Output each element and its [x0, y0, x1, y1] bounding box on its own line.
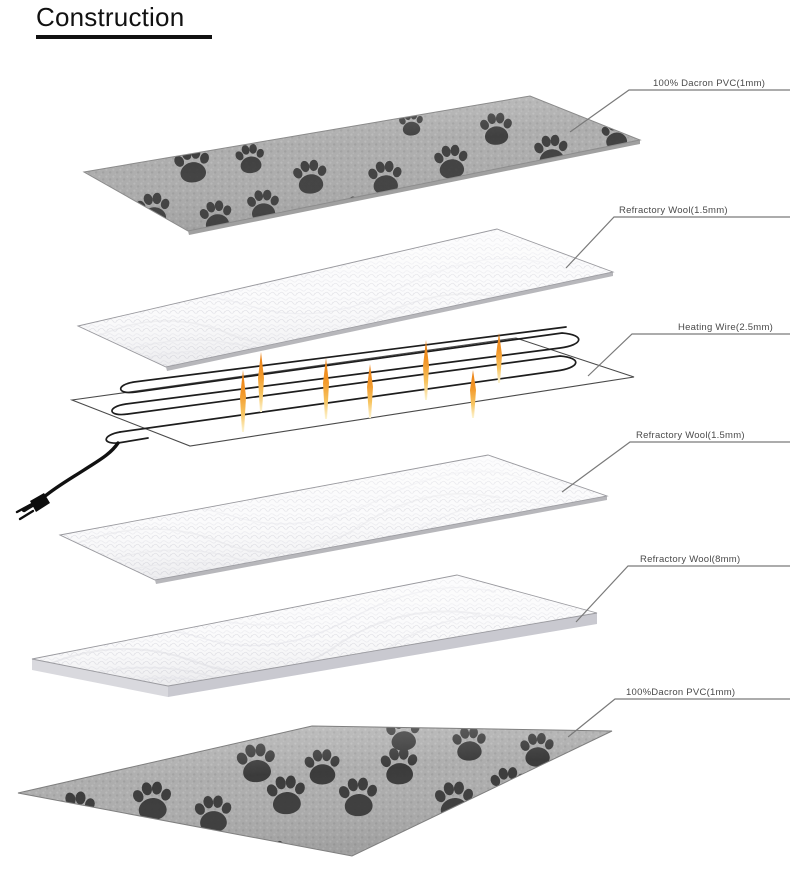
layer-wool-thick — [31, 574, 598, 697]
callout-label-top-pvc: 100% Dacron PVC(1mm) — [653, 78, 766, 89]
leader-line-heating-wire — [587, 333, 790, 377]
layer-wool-upper — [76, 228, 615, 371]
leader-line-wool-middle — [561, 441, 790, 493]
page-title-block: Construction — [36, 2, 212, 39]
title-underline — [36, 35, 212, 39]
leader-line-wool-thick — [575, 565, 790, 623]
layer-heating-wire — [15, 326, 635, 521]
layer-top-pvc — [82, 95, 642, 235]
leader-line-top-pvc — [569, 89, 790, 133]
plug-icon — [15, 493, 50, 521]
layer-wool-middle — [58, 454, 609, 584]
callout-label-wool-upper: Refractory Wool(1.5mm) — [619, 205, 728, 216]
layer-bottom-pvc — [17, 725, 613, 857]
callout-label-wool-middle: Refractory Wool(1.5mm) — [636, 430, 745, 441]
leader-line-wool-upper — [565, 216, 790, 269]
page-title: Construction — [36, 2, 185, 32]
callout-label-heating-wire: Heating Wire(2.5mm) — [678, 322, 774, 333]
callout-label-wool-thick: Refractory Wool(8mm) — [640, 554, 741, 565]
power-cord — [15, 441, 120, 521]
heat-arrow-group — [240, 333, 502, 432]
callout-label-bottom-pvc: 100%Dacron PVC(1mm) — [626, 687, 736, 698]
leader-line-bottom-pvc — [567, 698, 790, 738]
